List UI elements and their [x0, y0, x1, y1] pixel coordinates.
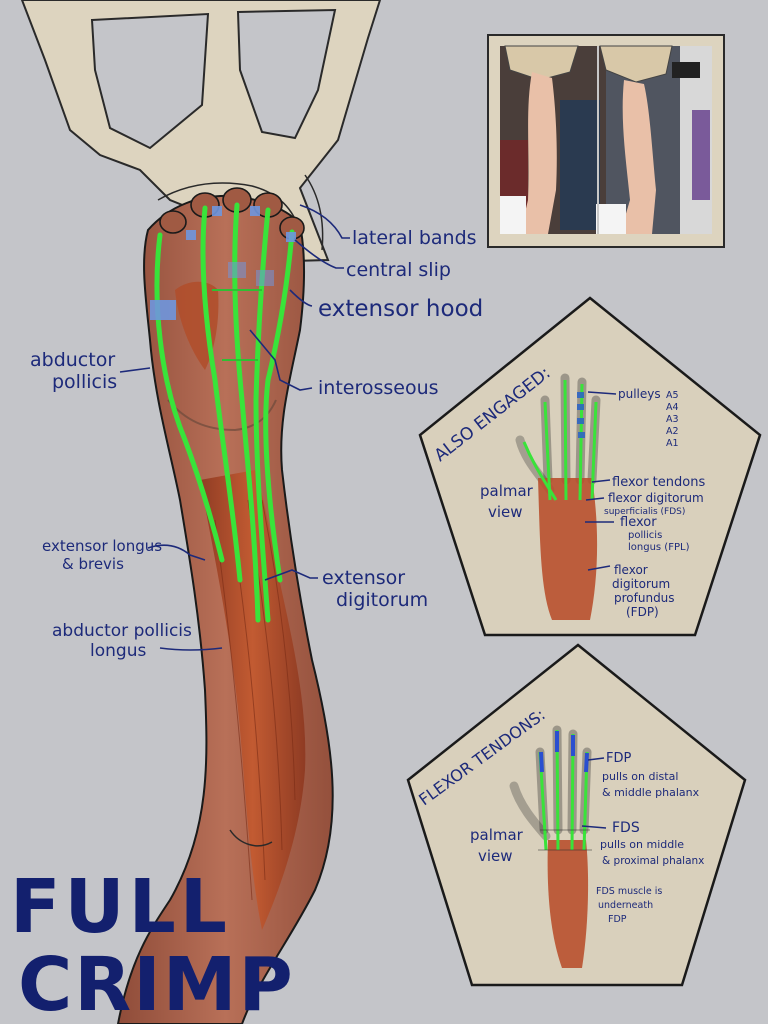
panel-flexor-fdp-line1: FDP [606, 751, 631, 766]
label-abductor-pollicis-longus-line1: abductor pollicis [52, 621, 192, 641]
panel-also-fpl-line1: flexor [620, 515, 657, 530]
panel-also-palmar-line2: view [488, 503, 523, 521]
label-abductor-pollicis-line1: abductor [30, 349, 115, 371]
panel-also-engaged: ALSO ENGAGED: pulleys A5 A4 [418, 296, 762, 637]
panel-also-flexor-tendons: flexor tendons [612, 475, 705, 490]
panel-flexor-palmar-line2: view [478, 847, 513, 865]
panel-flexor-note-line2: underneath [598, 900, 653, 911]
panel-flexor-note-line1: FDS muscle is [596, 886, 662, 897]
panel-also-fdp-line1: flexor [614, 563, 648, 577]
climbing-hold [20, 0, 382, 264]
panel-also-fdp-line2: digitorum [612, 577, 670, 591]
label-abductor-pollicis-line2: pollicis [52, 371, 117, 393]
label-interosseous: interosseous [318, 377, 439, 399]
title-line1: FULL [10, 864, 231, 950]
panel-also-pulleys-label: pulleys [618, 387, 661, 401]
pulley-a1: A1 [666, 438, 679, 449]
panel-also-fds-line1: flexor digitorum [608, 491, 704, 505]
panel-flexor-note-line3: FDP [608, 914, 627, 925]
panel-flexor-fds-line1: FDS [612, 820, 640, 836]
panel-also-fpl-line3: longus (FPL) [628, 542, 690, 553]
label-lateral-bands: lateral bands [352, 227, 477, 249]
label-central-slip: central slip [346, 259, 451, 281]
pulley-a3: A3 [666, 414, 679, 425]
panel-also-fpl-line2: pollicis [628, 530, 662, 541]
pulley-a2: A2 [666, 426, 679, 437]
panel-flexor-fdp-line3: & middle phalanx [602, 786, 700, 799]
panel-also-fdp-line4: (FDP) [626, 605, 659, 619]
panel-flexor-fds-line3: & proximal phalanx [602, 855, 704, 867]
label-extensor-longus-line1: extensor longus [42, 537, 162, 555]
reference-photo [487, 34, 725, 248]
forearm-illustration [116, 187, 334, 1024]
panel-flexor-fdp-line2: pulls on distal [602, 770, 678, 783]
palmar-hand-sketch [515, 373, 601, 620]
label-extensor-hood: extensor hood [318, 296, 483, 322]
panel-also-fds-line2: superficialis (FDS) [604, 507, 685, 517]
panel-flexor-palmar-line1: palmar [470, 826, 524, 844]
pulley-list: A5 A4 A3 A2 A1 [666, 390, 679, 449]
label-extensor-digitorum-line1: extensor [322, 567, 405, 589]
label-extensor-digitorum-line2: digitorum [336, 589, 428, 611]
panel-also-fdp-line3: profundus [614, 591, 675, 605]
panel-also-palmar-line1: palmar [480, 482, 534, 500]
pulley-a5: A5 [666, 390, 679, 401]
label-abductor-pollicis-longus-line2: longus [90, 641, 146, 661]
pulley-a4: A4 [666, 402, 679, 413]
panel-flexor-fds-line2: pulls on middle [600, 838, 684, 851]
palmar-hand-sketch-2 [509, 725, 592, 968]
arm-pointer-lines [119, 204, 350, 651]
title-line2: CRIMP [18, 942, 295, 1024]
panel-flexor-tendons: FLEXOR TENDONS: FDP pulls on distal & mi… [406, 643, 747, 987]
label-extensor-longus-line2: & brevis [62, 555, 124, 573]
